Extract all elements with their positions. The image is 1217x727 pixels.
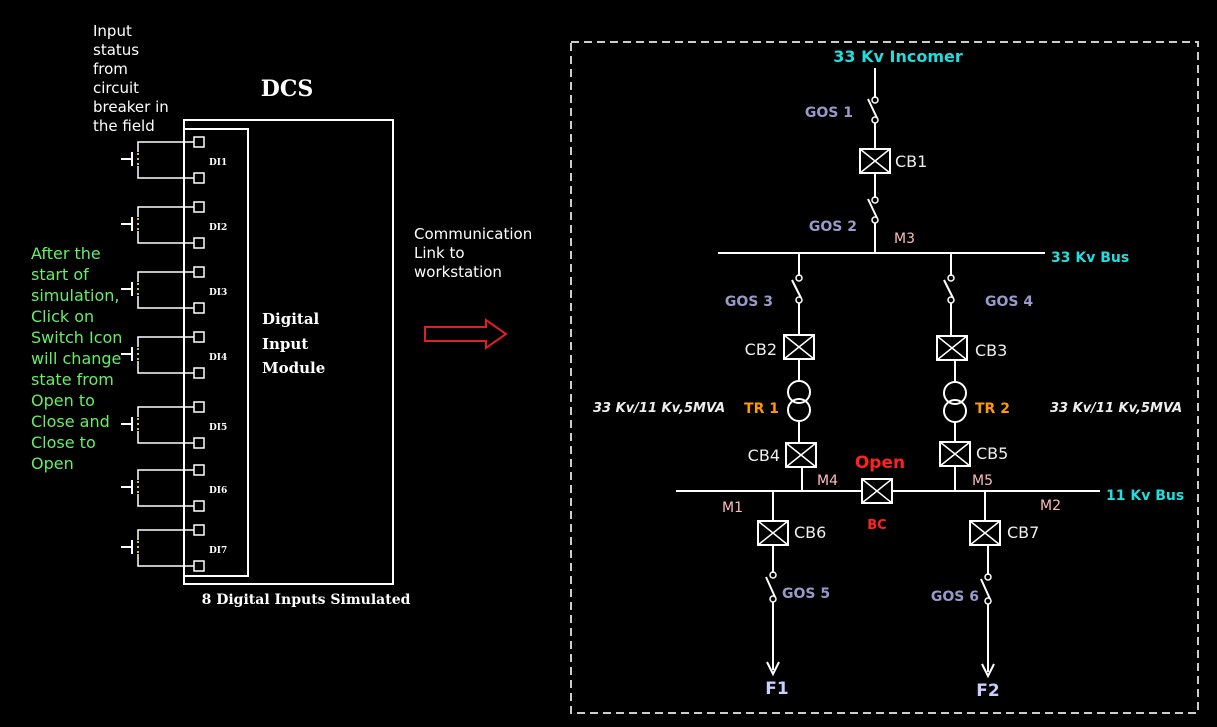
dcs-panel: DCS Digital Input Module 8 Digital Input… [183, 76, 411, 608]
digital-input-channel: DI5 [121, 401, 227, 449]
bus-coupler-label: BC [867, 518, 886, 533]
input-terminal-strip [183, 128, 249, 577]
tr2-rating: 33 Kv/11 Kv,5MVA [1050, 401, 1182, 416]
digital-input-label: DI4 [209, 353, 227, 363]
gos5-label: GOS 5 [782, 586, 830, 602]
terminal-top [193, 266, 205, 278]
cb6-breaker[interactable] [757, 520, 789, 546]
cb7-breaker[interactable] [969, 520, 1001, 546]
cb2-label: CB2 [745, 340, 777, 359]
bus-11kv-label: 11 Kv Bus [1106, 488, 1184, 504]
switch-icon[interactable] [121, 282, 133, 296]
terminal-top [193, 524, 205, 536]
terminal-top [193, 401, 205, 413]
tr2-winding-primary [943, 381, 967, 405]
digital-input-channel: DI2 [121, 201, 227, 249]
digital-input-channel: DI1 [121, 136, 227, 184]
field-status-note: Input status from circuit breaker in the… [93, 22, 169, 135]
digital-input-label: DI2 [209, 223, 227, 233]
gos3-switch[interactable] [791, 279, 802, 299]
feeder2-label: F2 [976, 681, 999, 701]
dcs-title: DCS [261, 76, 313, 102]
gos4-switch[interactable] [943, 279, 954, 299]
tr2-label: TR 2 [975, 401, 1010, 417]
digital-input-label: DI6 [209, 486, 227, 496]
switch-icon[interactable] [121, 217, 133, 231]
bus-coupler-breaker[interactable] [861, 478, 893, 504]
module-label-line3: Module [262, 359, 325, 377]
gos4-label: GOS 4 [985, 294, 1033, 310]
terminal-top [193, 201, 205, 213]
gos1-label: GOS 1 [805, 105, 853, 121]
m1-label: M1 [722, 500, 743, 516]
terminal-bottom [193, 302, 205, 314]
terminal-bottom [193, 367, 205, 379]
feeder1-arrow-icon [766, 661, 780, 677]
m2-label: M2 [1040, 498, 1061, 514]
terminal-bottom [193, 500, 205, 512]
terminal-bottom [193, 437, 205, 449]
switch-icon[interactable] [121, 480, 133, 494]
sld-frame [570, 41, 1199, 714]
terminal-top [193, 136, 205, 148]
gos2-label: GOS 2 [809, 219, 857, 235]
feeder2-arrow-icon [981, 663, 995, 679]
feeder1-label: F1 [765, 679, 788, 699]
communication-arrow-icon [424, 318, 508, 350]
bus-coupler-status: Open [855, 453, 905, 473]
digital-input-label: DI1 [209, 158, 227, 168]
m4-label: M4 [817, 473, 838, 489]
cb4-label: CB4 [748, 446, 780, 465]
tr1-winding-primary [787, 380, 811, 404]
gos1-switch[interactable] [867, 98, 878, 119]
gos6-switch[interactable] [980, 578, 991, 600]
communication-link-note: Communication Link to workstation [414, 225, 533, 281]
cb4-breaker[interactable] [785, 442, 817, 468]
cb6-label: CB6 [794, 523, 826, 542]
gos2-switch[interactable] [867, 198, 878, 219]
cb5-label: CB5 [976, 444, 1008, 463]
switch-icon[interactable] [121, 417, 133, 431]
terminal-top [193, 464, 205, 476]
terminal-bottom [193, 560, 205, 572]
digital-input-label: DI3 [209, 288, 227, 298]
gos3-label: GOS 3 [725, 294, 773, 310]
simulation-instructions: After the start of simulation, Click on … [31, 244, 123, 473]
tr1-rating: 33 Kv/11 Kv,5MVA [593, 401, 725, 416]
digital-input-channel: DI7 [121, 524, 227, 572]
module-label-line2: Input [262, 335, 308, 353]
digital-input-channel: DI6 [121, 464, 227, 512]
digital-input-label: DI5 [209, 423, 227, 433]
m5-label: M5 [972, 473, 993, 489]
terminal-bottom [193, 172, 205, 184]
switch-icon[interactable] [121, 347, 133, 361]
cb1-breaker[interactable] [859, 148, 891, 174]
dcs-footer: 8 Digital Inputs Simulated [202, 592, 411, 608]
cb7-label: CB7 [1007, 523, 1039, 542]
gos6-label: GOS 6 [931, 589, 979, 605]
cb2-breaker[interactable] [783, 334, 815, 360]
m3-label: M3 [894, 231, 915, 247]
cb3-breaker[interactable] [936, 335, 968, 361]
tr1-label: TR 1 [744, 401, 779, 417]
digital-input-channel: DI3 [121, 266, 227, 314]
gos5-switch[interactable] [765, 576, 776, 598]
terminal-top [193, 331, 205, 343]
switch-icon[interactable] [121, 152, 133, 166]
switch-icon[interactable] [121, 540, 133, 554]
cb3-label: CB3 [975, 341, 1007, 360]
digital-input-channel: DI4 [121, 331, 227, 379]
terminal-bottom [193, 237, 205, 249]
module-label-line1: Digital [262, 310, 320, 328]
cb5-breaker[interactable] [939, 441, 971, 467]
incomer-label: 33 Kv Incomer [833, 47, 963, 66]
bus-33kv-label: 33 Kv Bus [1051, 250, 1129, 266]
cb1-label: CB1 [895, 152, 927, 171]
digital-input-label: DI7 [209, 546, 227, 556]
